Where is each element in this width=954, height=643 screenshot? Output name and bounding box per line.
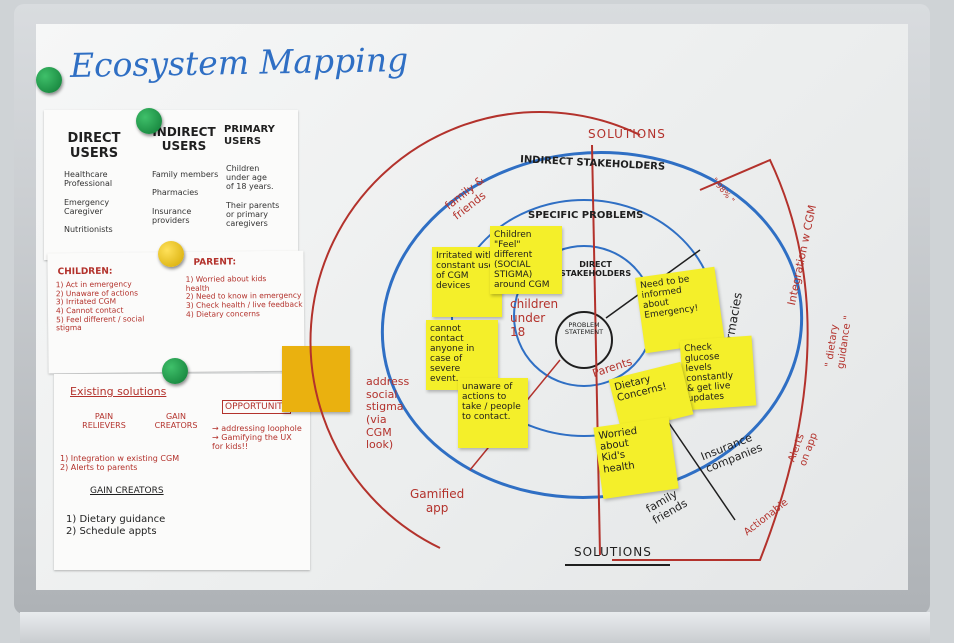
opportunity-list: → addressing loophole → Gamifying the UX… (212, 424, 302, 452)
problem-statement-label: PROBLEM STATEMENT (564, 321, 604, 337)
marker-tray (20, 612, 930, 643)
green-magnet (36, 67, 62, 93)
direct-users-header: DIRECT USERS (67, 131, 121, 161)
primary-users-header: PRIMARY USERS (224, 124, 275, 147)
sticky-note-unaware-actions: unaware of actions to take / people to c… (458, 378, 528, 448)
existing-solutions-sheet: Existing solutions PAIN RELIEVERS GAIN C… (54, 374, 310, 570)
address-social-stigma-label: address social stigma (via CGM look) (366, 375, 410, 452)
indirect-users-header: INDIRECT USERS (152, 125, 216, 153)
solutions-bottom-label: SOLUTIONS (574, 545, 652, 559)
pain-relievers-list: 1) Integration w existing CGM 2) Alerts … (60, 454, 180, 473)
indirect-users-list: Family members Pharmacies Insurance prov… (152, 170, 219, 225)
direct-users-list: Healthcare Professional Emergency Caregi… (64, 170, 113, 235)
sticky-note-check-glucose: Check glucose levels constantly & get li… (679, 335, 757, 411)
yellow-magnet (158, 241, 184, 267)
specific-problems-label: SPECIFIC PROBLEMS (528, 210, 644, 221)
green-magnet (136, 108, 162, 134)
direct-stakeholders-label: DIRECT STAKEHOLDERS (560, 260, 632, 279)
existing-solutions-heading: Existing solutions (70, 385, 167, 398)
orange-sticky-note (282, 346, 350, 412)
solutions-top-label: SOLUTIONS (588, 127, 666, 141)
gain-creators-label: GAIN CREATORS (90, 486, 164, 496)
gamified-app-label: Gamified app (410, 487, 465, 515)
sticky-note-social-stigma: Children "Feel" different (SOCIAL STIGMA… (490, 226, 562, 294)
primary-users-list: Children under age of 18 years. Their pa… (226, 164, 280, 229)
gain-creators-top-label: GAIN CREATORS (154, 412, 198, 431)
gain-creators-list: 1) Dietary guidance 2) Schedule appts (66, 514, 166, 537)
sticky-note-worried-health: Worried about Kid's health (593, 417, 679, 499)
green-magnet (162, 358, 188, 384)
children-under-18-label: children under 18 (510, 297, 559, 339)
users-table-sheet: DIRECT USERS INDIRECT USERS PRIMARY USER… (44, 110, 298, 260)
pain-relievers-label: PAIN RELIEVERS (82, 412, 126, 431)
